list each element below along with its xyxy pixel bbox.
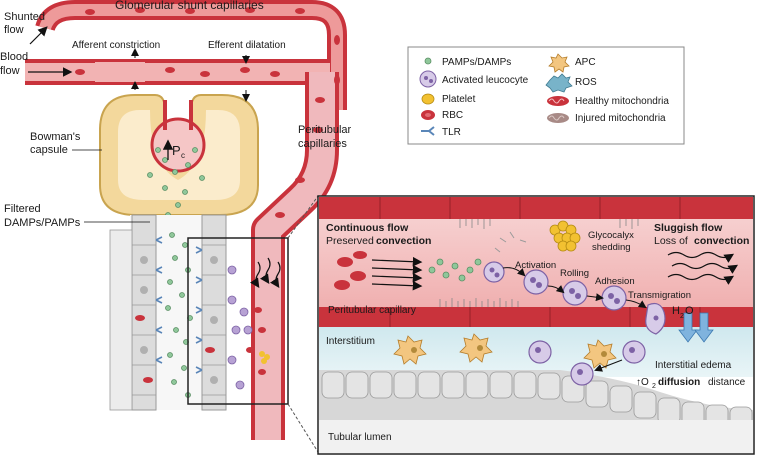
pamps-damps-icon	[424, 57, 432, 65]
distance-label: distance	[708, 377, 746, 388]
adhesion-label: Adhesion	[595, 276, 635, 287]
bowmans-capsule: P c	[99, 94, 259, 223]
h2o-label-o: O	[685, 305, 694, 317]
sluggish-flow-label: Sluggish flow	[654, 222, 723, 234]
h2o-label-h: H	[672, 305, 680, 317]
loss-of-label: Loss of	[654, 235, 688, 247]
glycocalyx-label-line2: shedding	[592, 242, 631, 253]
zoom-selection-box	[187, 237, 289, 405]
platelet-cluster	[549, 220, 581, 252]
legend-label-tlr: TLR	[442, 127, 461, 138]
preserved-convection-label: convection	[376, 235, 431, 247]
bowmans-label-line1: Bowman's	[30, 131, 81, 143]
rbc-icon	[421, 110, 435, 120]
interstitial-edema-label: Interstitial edema	[655, 360, 732, 371]
diffusion-label: diffusion	[658, 377, 700, 388]
shunted-flow-line1: Shunted	[4, 11, 45, 23]
o2-arrow-label: ↑O	[636, 377, 649, 388]
shunted-flow-arrow	[29, 26, 48, 45]
blood-flow-line1: Blood	[0, 51, 28, 63]
proximal-tubule	[109, 214, 245, 411]
platelet-icon	[421, 93, 435, 105]
shunted-flow-line2: flow	[4, 24, 24, 36]
filtered-label-line2: DAMPs/PAMPs	[4, 217, 81, 229]
transmigration-label: Transmigration	[628, 290, 691, 301]
efferent-label: Efferent dilatation	[208, 40, 286, 51]
glycocalyx-label-line1: Glycocalyx	[588, 230, 634, 241]
legend-label-healthy-mito: Healthy mitochondria	[575, 96, 669, 107]
legend-label-apc: APC	[575, 57, 596, 68]
activated-leucocyte-icon	[419, 70, 437, 88]
apc-icon	[548, 53, 570, 73]
interstitium-label: Interstitium	[326, 336, 375, 347]
pressure-label: P	[172, 143, 181, 158]
continuous-flow-label: Continuous flow	[326, 222, 409, 234]
ros-icon	[545, 73, 573, 93]
legend-label-platelet: Platelet	[442, 94, 476, 105]
legend-label-injured-mito: Injured mitochondria	[575, 113, 666, 124]
peritubular-contents	[239, 257, 281, 375]
h2o-label-sub: 2	[680, 313, 684, 320]
peritubular-label-line1: Peritubular	[298, 124, 352, 136]
rolling-label: Rolling	[560, 268, 589, 279]
bowmans-label-line2: capsule	[30, 144, 68, 156]
peritubular-label-line2: capillaries	[298, 138, 347, 150]
injured-mitochondria-icon	[547, 113, 569, 123]
legend-label-leucocyte: Activated leucocyte	[442, 75, 529, 86]
healthy-mitochondria-icon	[547, 96, 569, 106]
peritubular-capillary-label: Peritubular capillary	[328, 305, 416, 316]
blood-flow-line2: flow	[0, 65, 20, 77]
tlr-icon	[421, 126, 435, 136]
o2-subscript: 2	[652, 383, 656, 390]
glomerular-shunt-vessel	[25, 0, 347, 440]
legend-label-rbc: RBC	[442, 110, 463, 121]
afferent-label: Afferent constriction	[72, 40, 160, 51]
glomerular-title: Glomerular shunt capillaries	[115, 0, 264, 12]
loss-convection-label: convection	[694, 235, 749, 247]
legend-label-ros: ROS	[575, 77, 597, 88]
activation-label: Activation	[515, 260, 556, 271]
pressure-subscript: c	[181, 151, 185, 160]
filtered-label-line1: Filtered	[4, 203, 41, 215]
legend-label-pamps: PAMPs/DAMPs	[442, 57, 511, 68]
preserved-label: Preserved	[326, 235, 374, 247]
tubular-lumen-label: Tubular lumen	[328, 432, 392, 443]
legend: PAMPs/DAMPs Activated leucocyte Platelet…	[407, 46, 685, 145]
zoom-inset: Continuous flow Preserved convection Gly…	[317, 195, 755, 455]
